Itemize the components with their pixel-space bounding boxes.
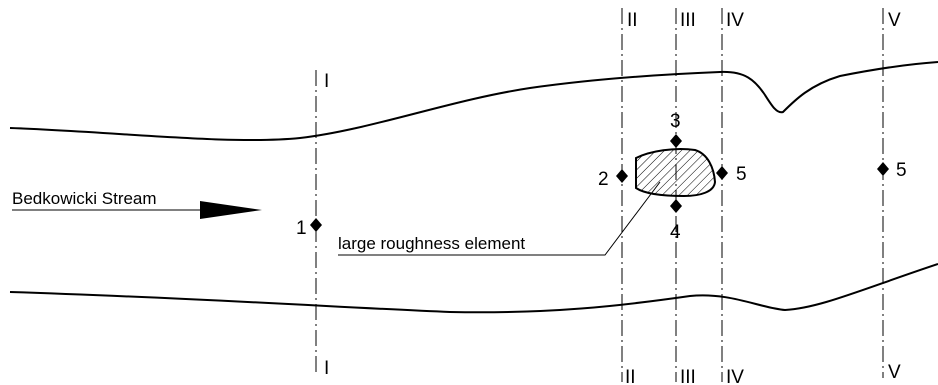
point-marker-4: [670, 199, 682, 213]
roughness-element-shape: [635, 148, 717, 198]
roughness-element-label: large roughness element: [338, 234, 525, 253]
point-label-1: 1: [296, 218, 307, 239]
point-marker-3: [670, 134, 682, 148]
section-lines: [315, 8, 884, 382]
point-label-3: 3: [670, 111, 681, 132]
point-marker-5-IV: [716, 166, 728, 180]
point-marker-1: [310, 218, 322, 232]
point-label-5-V: 5: [896, 160, 907, 181]
section-label-II-top: II: [627, 10, 638, 31]
point-label-2: 2: [598, 169, 609, 190]
stream-name-label: Bedkowicki Stream: [12, 189, 157, 208]
point-label-4: 4: [670, 222, 681, 243]
point-marker-5-V: [877, 162, 889, 176]
element-leader-line: [338, 181, 661, 256]
section-label-IV-top: IV: [726, 10, 744, 31]
section-label-III-bottom: III: [680, 367, 696, 385]
section-label-V-bottom: V: [888, 362, 901, 383]
flow-direction-arrow: [200, 201, 262, 219]
section-label-V-top: V: [888, 10, 901, 31]
lower-bank-line: [9, 263, 938, 314]
section-label-IV-bottom: IV: [726, 367, 744, 385]
point-marker-2: [616, 169, 628, 183]
point-label-5-IV: 5: [736, 164, 747, 185]
upper-bank-line: [9, 61, 938, 142]
section-label-III-top: III: [680, 10, 696, 31]
section-label-I-bottom: I: [324, 358, 329, 379]
section-label-I-top: I: [324, 71, 329, 92]
section-label-II-bottom: II: [625, 367, 636, 385]
